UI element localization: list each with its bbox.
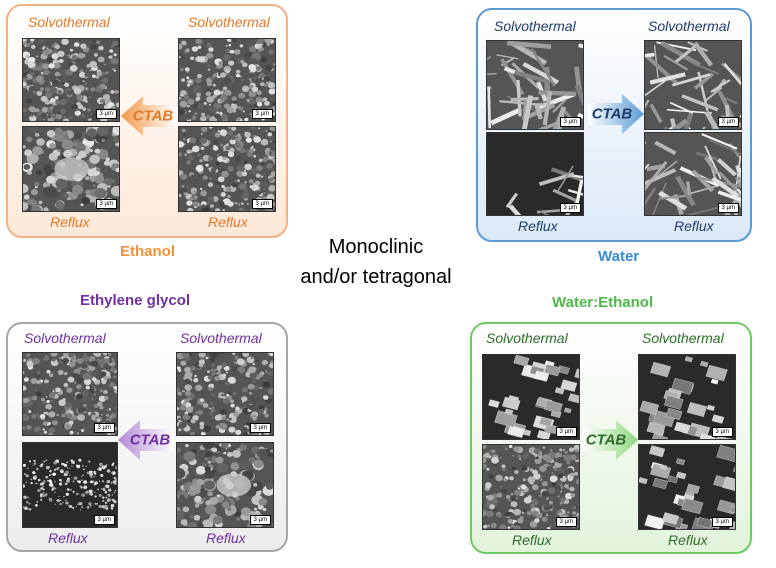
water-sem-image-top-left: 3 µm — [486, 40, 584, 130]
ctab-arrow-left: CTAB — [118, 420, 174, 460]
scale-bar: 3 µm — [717, 117, 739, 127]
ethylene-glycol-solvothermal-left-label: Solvothermal — [24, 330, 106, 346]
ethanol-sem-image-bottom-left: 3 µm — [22, 126, 120, 212]
crystal-phase-title: Monoclinic and/or tetragonal — [276, 232, 476, 292]
ethanol-sem-image-top-right: 3 µm — [178, 38, 276, 122]
ethylene-glycol-sem-image-top-right: 3 µm — [176, 352, 274, 436]
water-sem-image-top-right: 3 µm — [644, 40, 742, 130]
water-ethanol-reflux-right-label: Reflux — [668, 532, 708, 548]
water-reflux-right-label: Reflux — [674, 218, 714, 234]
water-solvothermal-right-label: Solvothermal — [648, 18, 730, 34]
water-ethanol-sem-image-top-right: 3 µm — [638, 354, 736, 440]
water-sem-image-bottom-right: 3 µm — [644, 132, 742, 216]
water-ethanol-sem-image-top-left: 3 µm — [482, 354, 580, 440]
scale-bar: 3 µm — [95, 199, 117, 209]
water-sem-image-bottom-left: 3 µm — [486, 132, 584, 216]
scale-bar: 3 µm — [555, 427, 577, 437]
ethanol-solvothermal-right-label: Solvothermal — [188, 14, 270, 30]
water-ethanol-solvent-label: Water:Ethanol — [552, 294, 654, 311]
water-ethanol-solvothermal-left-label: Solvothermal — [486, 330, 568, 346]
scale-bar: 3 µm — [711, 427, 733, 437]
water-ethanol-sem-image-bottom-left: 3 µm — [482, 444, 580, 530]
ctab-label: CTAB — [585, 431, 627, 449]
water-ethanol-panel: Solvothermal Solvothermal 3 µm 3 µm 3 µm… — [470, 322, 752, 554]
scale-bar: 3 µm — [93, 423, 115, 433]
water-panel: Solvothermal Solvothermal 3 µm 3 µm 3 µm… — [476, 8, 752, 242]
ethylene-glycol-panel: Solvothermal Solvothermal 3 µm 3 µm 3 µm… — [6, 322, 288, 552]
ethylene-glycol-reflux-right-label: Reflux — [206, 530, 246, 546]
ethylene-glycol-solvothermal-right-label: Solvothermal — [180, 330, 262, 346]
scale-bar: 3 µm — [711, 517, 733, 527]
ethylene-glycol-reflux-left-label: Reflux — [48, 530, 88, 546]
ethanol-reflux-right-label: Reflux — [208, 214, 248, 230]
ethanol-solvent-label: Ethanol — [120, 243, 175, 260]
ctab-arrow-left: CTAB — [121, 96, 177, 136]
water-solvothermal-left-label: Solvothermal — [494, 18, 576, 34]
ethylene-glycol-sem-image-bottom-left: 3 µm — [22, 442, 118, 528]
crystal-phase-title-line1: Monoclinic — [328, 236, 424, 258]
scale-bar: 3 µm — [555, 517, 577, 527]
ethanol-reflux-left-label: Reflux — [50, 214, 90, 230]
ctab-arrow-right: CTAB — [588, 94, 644, 134]
scale-bar: 3 µm — [93, 515, 115, 525]
ethanol-solvothermal-left-label: Solvothermal — [28, 14, 110, 30]
scale-bar: 3 µm — [559, 117, 581, 127]
ethanol-sem-image-bottom-right: 3 µm — [178, 126, 276, 212]
ethanol-panel: Solvothermal Solvothermal 3 µm 3 µm 3 µm… — [6, 4, 288, 238]
ethylene-glycol-solvent-label: Ethylene glycol — [80, 292, 191, 309]
scale-bar: 3 µm — [251, 199, 273, 209]
water-ethanol-sem-image-bottom-right: 3 µm — [638, 444, 736, 530]
scale-bar: 3 µm — [717, 203, 739, 213]
ctab-label: CTAB — [591, 105, 633, 123]
crystal-phase-title-line2: and/or tetragonal — [300, 266, 452, 288]
water-solvent-label: Water — [598, 248, 640, 265]
ethylene-glycol-sem-image-bottom-right: 3 µm — [176, 442, 274, 528]
water-reflux-left-label: Reflux — [518, 218, 558, 234]
water-ethanol-solvothermal-right-label: Solvothermal — [642, 330, 724, 346]
ethylene-glycol-sem-image-top-left: 3 µm — [22, 352, 118, 436]
ctab-arrow-right: CTAB — [582, 420, 638, 460]
ctab-label: CTAB — [132, 107, 174, 125]
scale-bar: 3 µm — [251, 109, 273, 119]
ctab-label: CTAB — [129, 431, 171, 449]
scale-bar: 3 µm — [559, 203, 581, 213]
scale-bar: 3 µm — [95, 109, 117, 119]
water-ethanol-reflux-left-label: Reflux — [512, 532, 552, 548]
scale-bar: 3 µm — [249, 423, 271, 433]
ethanol-sem-image-top-left: 3 µm — [22, 38, 120, 122]
scale-bar: 3 µm — [249, 515, 271, 525]
